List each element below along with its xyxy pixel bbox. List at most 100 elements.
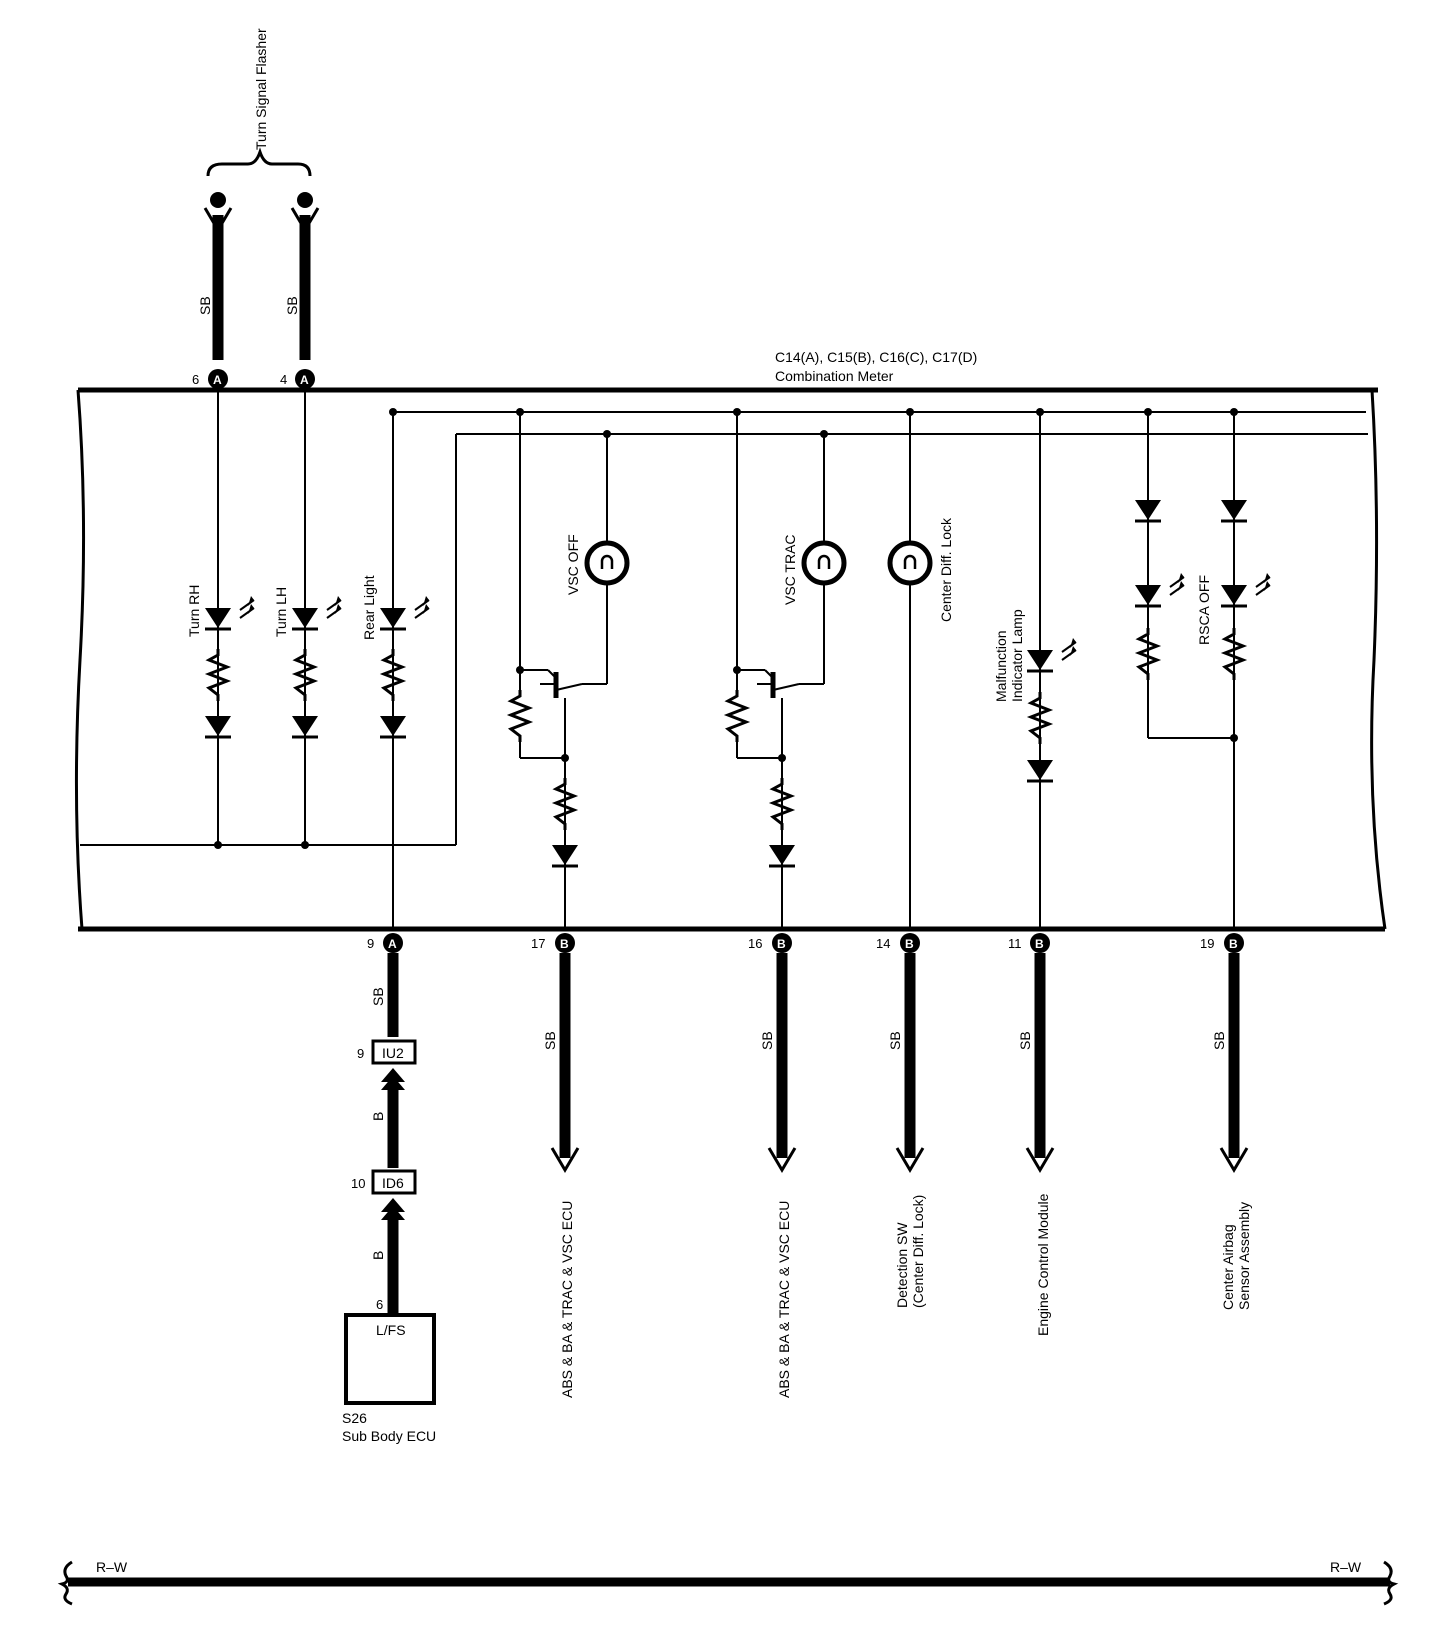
flasher-label: Turn Signal Flasher [253,28,269,150]
connector-letter: B [905,937,914,951]
output-harnesses: SB ABS & BA & TRAC & VSC ECU SB ABS & BA… [542,953,1252,1398]
bulb-icon [890,543,930,583]
connector-pin [900,933,920,953]
destination-abs-ecu-2: ABS & BA & TRAC & VSC ECU [776,1201,792,1398]
connector-pin [295,369,315,389]
pin-number: 19 [1200,936,1214,951]
connector-pin [383,933,403,953]
destination-airbag-sensor-line2: Sensor Assembly [1236,1202,1252,1310]
vsc-trac-circuit: VSC TRAC [726,408,844,929]
vsc-off-circuit: VSC OFF [509,408,627,929]
led-icon [290,606,320,631]
ecu-terminal: L/FS [376,1322,406,1338]
led-icon [1219,583,1249,608]
wire-color-label: SB [284,296,300,315]
pin-number: 16 [748,936,762,951]
turn-signal-flasher: Turn Signal Flasher SB SB [197,28,320,360]
wire-color-label: SB [197,296,213,315]
destination-detection-sw-line1: Detection SW [894,1222,910,1308]
diode-icon [378,714,408,739]
junction-name: ID6 [382,1175,404,1191]
destination-engine-control-module: Engine Control Module [1035,1193,1051,1336]
sub-body-ecu-harness: SB 9 IU2 B 10 ID6 B 6 L/FS S26 Sub Body … [342,953,436,1444]
destination-detection-sw-line2: (Center Diff. Lock) [910,1195,926,1308]
connector-letter: B [777,937,786,951]
bus-break-left [57,1560,73,1606]
wire-color-label: B [370,1112,386,1121]
bus-label-right: R–W [1330,1559,1362,1575]
connector-letter: A [300,373,309,387]
led-icon [1133,583,1163,608]
flasher-bracket [206,147,312,177]
light-rays-icon [1169,572,1185,596]
chevron-up-icon [381,1068,405,1090]
chevron-up-icon [381,1198,405,1220]
diode-icon [1025,758,1055,783]
junction-connector-id6 [371,1169,417,1195]
malfunction-indicator-circuit: Malfunction Indicator Lamp [993,408,1077,929]
meter-name: Combination Meter [775,368,894,384]
connector-pin [208,369,228,389]
pin-number: 9 [367,936,374,951]
light-rays-icon [1255,572,1271,596]
diode-icon [767,843,797,868]
wire-color-label: B [370,1251,386,1260]
connector-letter: B [560,937,569,951]
rear-light-lamp: Rear Light [361,408,430,929]
combination-meter-box [74,387,1387,932]
turn-rh-lamp: Turn RH [186,585,255,739]
center-diff-lock-circuit: Center Diff. Lock [890,408,954,929]
ecu-name: Sub Body ECU [342,1428,436,1444]
ecu-pin: 6 [376,1297,383,1312]
sub-body-ecu-box [344,1313,436,1405]
connector-letter: A [388,937,397,951]
diode-icon [1219,498,1249,523]
wire-color-label: SB [1211,1031,1227,1050]
junction-name: IU2 [382,1045,404,1061]
bus-label-left: R–W [96,1559,128,1575]
diode-icon [550,843,580,868]
bottom-connector-pins: 9 A 17 B 16 B 14 B 11 B 19 B [367,933,1244,953]
connector-letter: A [213,373,222,387]
connector-letter: B [1035,937,1044,951]
pin-number: 11 [1008,936,1022,951]
top-connector-pins: 6 A 4 A [192,369,315,389]
diode-icon [1133,498,1163,523]
connector-pin [1030,933,1050,953]
pin-number: 14 [876,936,890,951]
resistor-icon [509,688,531,744]
lamp-label-turn-rh: Turn RH [186,585,202,637]
wire-color-label: SB [370,987,386,1006]
diode-icon [290,714,320,739]
ecu-code: S26 [342,1410,367,1426]
light-rays-icon [239,595,255,619]
junction-connector-iu2 [371,1039,417,1065]
wire-color-label: SB [542,1031,558,1050]
pin-number: 17 [531,936,545,951]
connector-pin [772,933,792,953]
lamp-label-turn-lh: Turn LH [273,587,289,637]
resistor-icon [726,688,748,744]
destination-airbag-sensor-line1: Center Airbag [1220,1224,1236,1310]
light-rays-icon [326,595,342,619]
turn-lh-lamp: Turn LH [273,587,342,739]
wire-color-label: SB [1017,1031,1033,1050]
led-icon [1025,648,1055,673]
connector-pin [555,933,575,953]
diode-icon [203,714,233,739]
destination-abs-ecu-1: ABS & BA & TRAC & VSC ECU [559,1201,575,1398]
lamp-label-mil-line2: Indicator Lamp [1009,609,1025,702]
junction-pin: 9 [357,1046,364,1061]
bulb-icon [804,543,844,583]
connector-pin [1224,933,1244,953]
lamp-label-vsc-trac: VSC TRAC [782,534,798,605]
lamp-label-rear-light: Rear Light [361,575,377,640]
rw-bus: R–W R–W [57,1559,1399,1606]
bulb-icon [587,543,627,583]
led-icon [203,606,233,631]
connector-letter: B [1229,937,1238,951]
junction-pin: 10 [351,1176,365,1191]
lamp-label-vsc-off: VSC OFF [565,534,581,595]
light-rays-icon [414,595,430,619]
